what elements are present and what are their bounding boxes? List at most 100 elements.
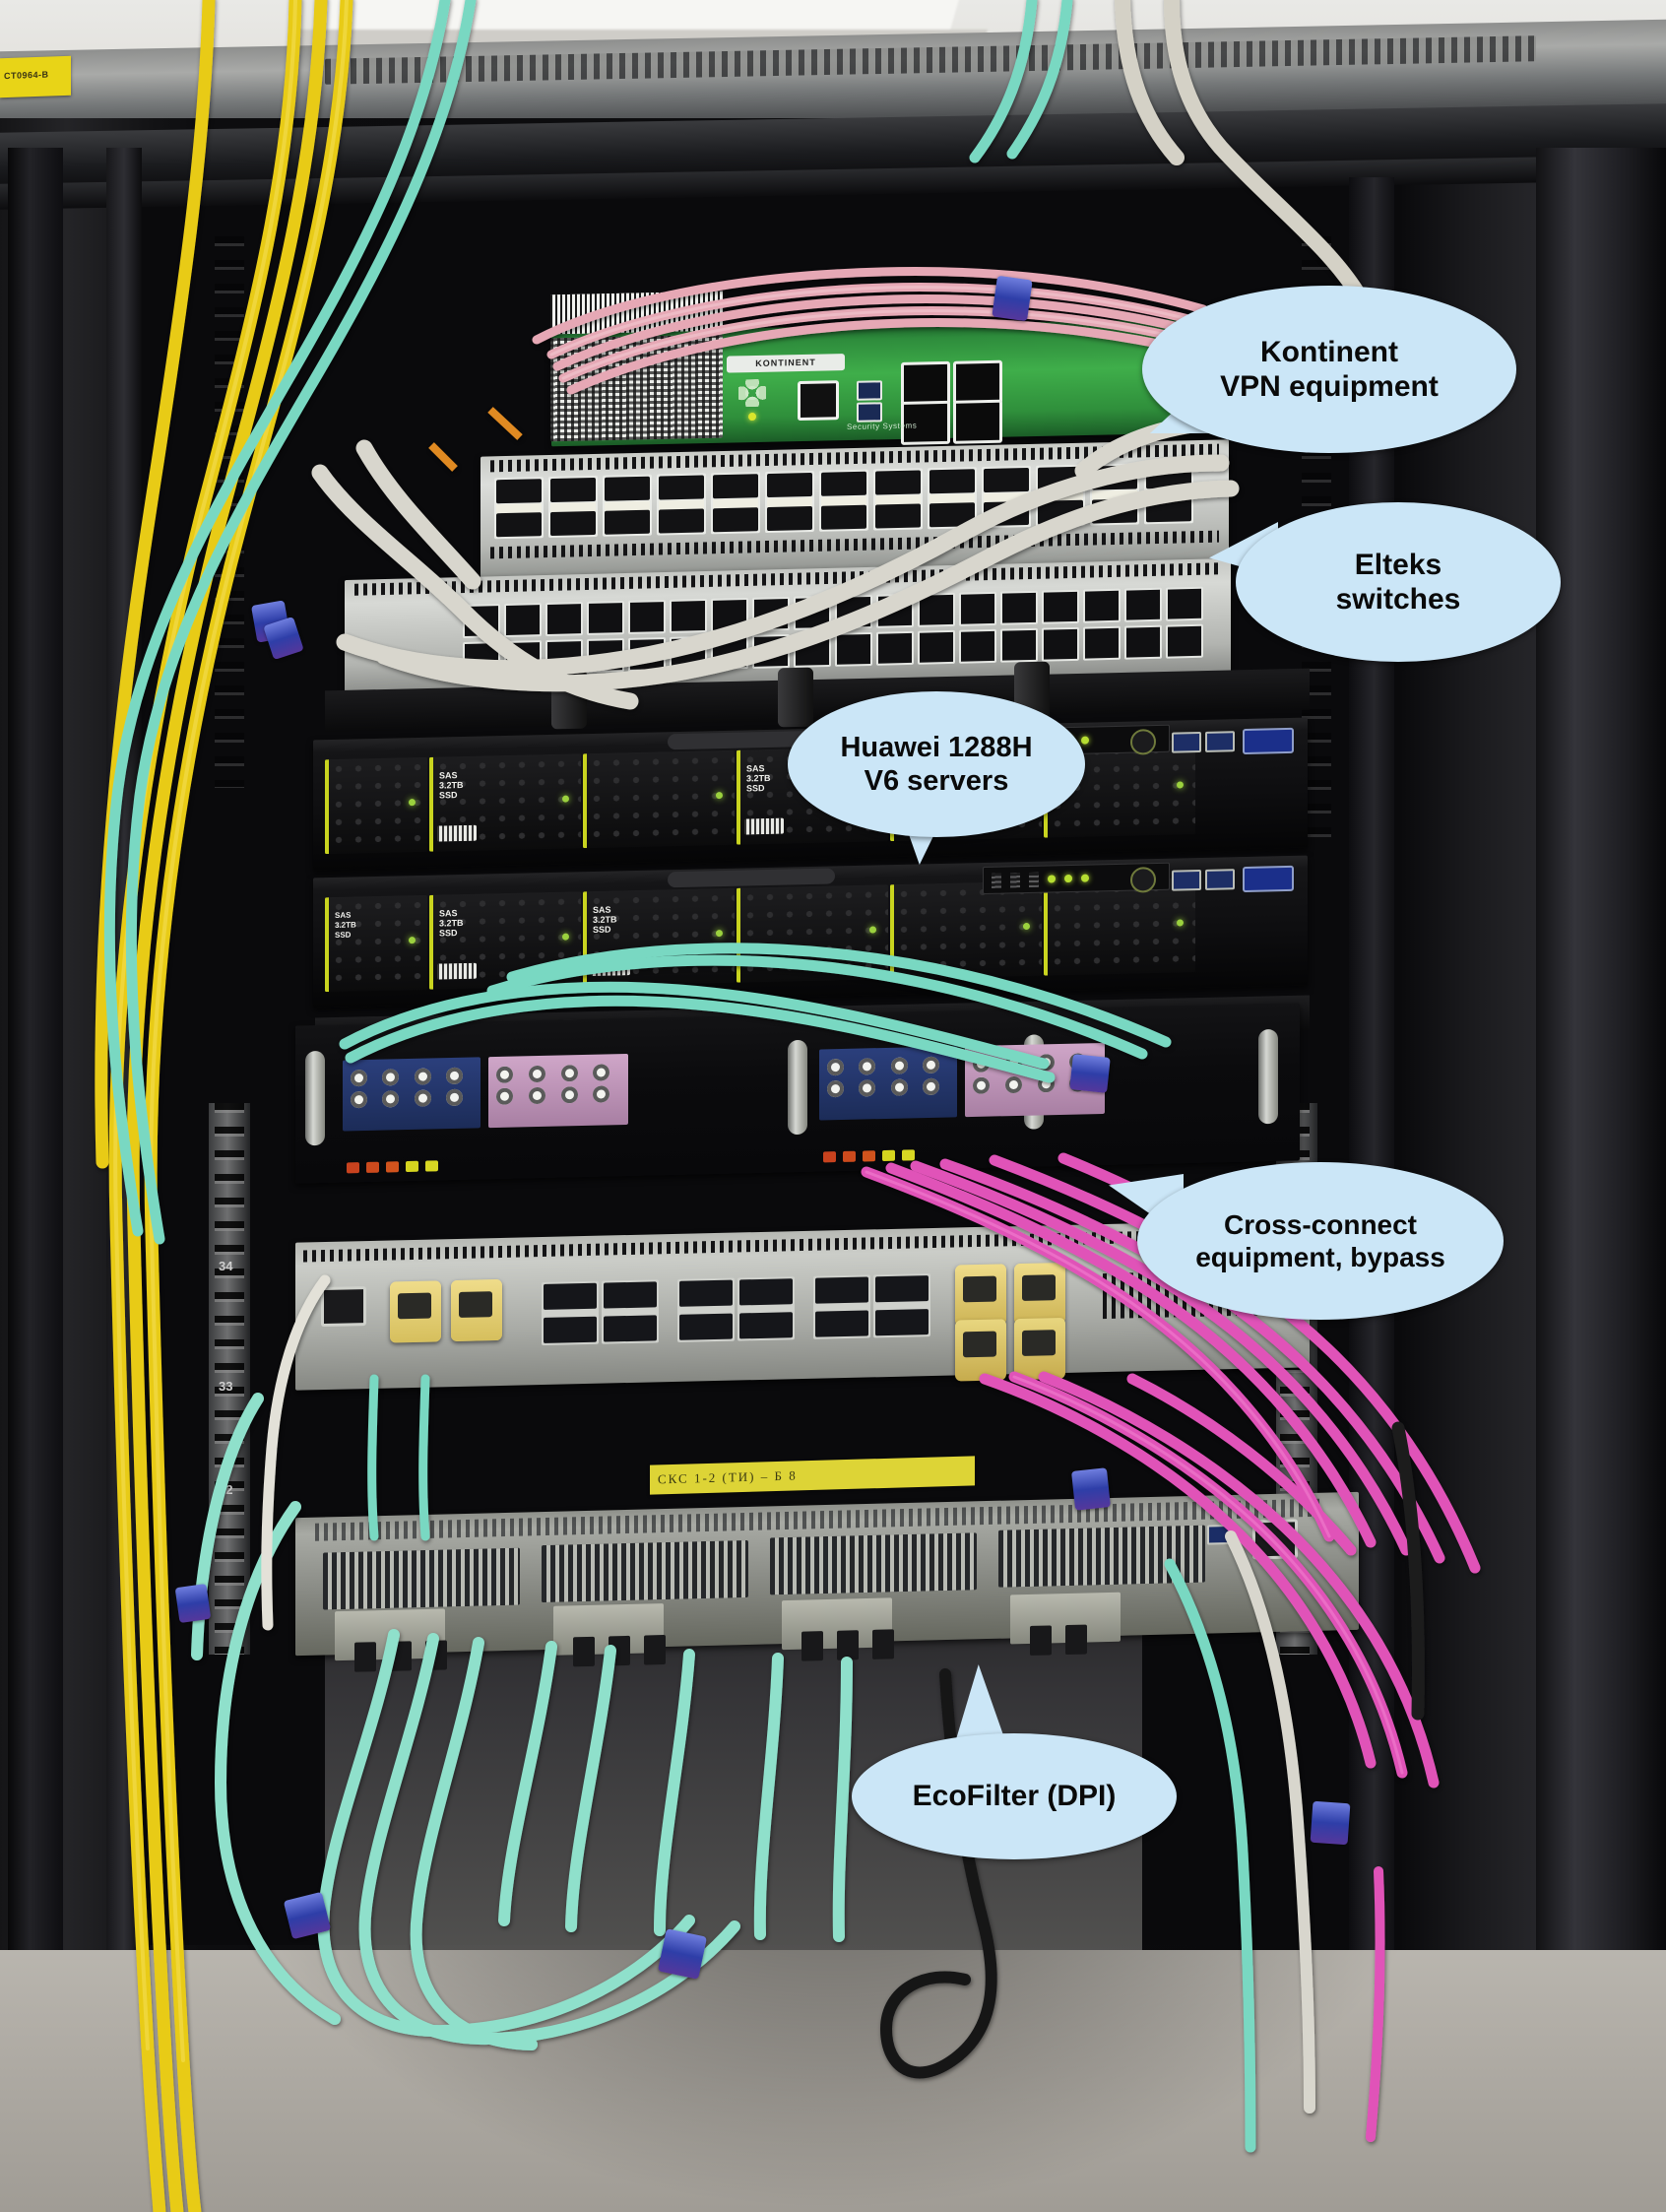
usb-port[interactable]: [1172, 731, 1201, 753]
sfp-transceiver[interactable]: [1065, 1624, 1087, 1656]
fiber-boot-connector[interactable]: [1014, 1317, 1065, 1381]
rj45-port[interactable]: [794, 632, 831, 668]
rj45-port[interactable]: [752, 633, 790, 669]
rj45-port[interactable]: [504, 640, 542, 676]
rj45-port[interactable]: [711, 597, 748, 632]
sfp-cage[interactable]: [953, 399, 1002, 444]
lc-fiber-port[interactable]: [560, 1065, 578, 1082]
sfp-cage[interactable]: [901, 360, 950, 406]
lc-fiber-port[interactable]: [973, 1055, 990, 1073]
rj45-port[interactable]: [1042, 626, 1079, 662]
rj45-port[interactable]: [928, 467, 977, 530]
sfp-transceiver[interactable]: [390, 1641, 412, 1671]
rj45-port[interactable]: [1090, 463, 1139, 526]
fiber-boot-connector[interactable]: [1014, 1262, 1065, 1326]
lc-fiber-port[interactable]: [445, 1067, 463, 1085]
rj45-port[interactable]: [711, 472, 760, 535]
drive-bay[interactable]: [583, 749, 735, 849]
rj45-port[interactable]: [657, 473, 706, 536]
management-rj45-port[interactable]: [1252, 1519, 1298, 1560]
rj45-port[interactable]: [628, 637, 666, 672]
fiber-boot-connector[interactable]: [451, 1278, 502, 1342]
kontinent-vpn-appliance[interactable]: KONTINENT Security Systems: [550, 291, 1241, 447]
sfp-transceiver[interactable]: [609, 1635, 630, 1666]
lc-fiber-port[interactable]: [1004, 1054, 1022, 1073]
lc-fiber-port[interactable]: [496, 1066, 513, 1083]
fiber-boot-connector[interactable]: [390, 1280, 441, 1343]
rj45-port[interactable]: [494, 477, 544, 540]
rj45-port[interactable]: [1166, 586, 1203, 621]
rj45-port[interactable]: [798, 380, 839, 422]
qsfp28-port[interactable]: [873, 1273, 930, 1338]
rj45-port[interactable]: [587, 638, 624, 673]
rj45-port[interactable]: [463, 604, 500, 639]
rj45-port[interactable]: [463, 641, 500, 677]
usb-port[interactable]: [1172, 869, 1201, 891]
lc-fiber-port[interactable]: [414, 1068, 431, 1085]
rj45-port[interactable]: [504, 603, 542, 638]
rj45-port[interactable]: [873, 468, 923, 531]
lc-fiber-port[interactable]: [593, 1064, 610, 1081]
lc-fiber-port[interactable]: [445, 1088, 463, 1107]
lc-fiber-port[interactable]: [593, 1085, 610, 1103]
chassis-handle[interactable]: [1258, 1028, 1278, 1125]
lc-fiber-port[interactable]: [351, 1069, 367, 1087]
lc-fiber-port[interactable]: [859, 1079, 876, 1097]
drive-release-latch[interactable]: [591, 959, 630, 977]
chassis-handle[interactable]: [668, 868, 835, 888]
management-rj45-port[interactable]: [321, 1286, 366, 1328]
drive-bay[interactable]: [325, 756, 427, 855]
qsfp28-port[interactable]: [602, 1279, 659, 1344]
lc-fiber-port[interactable]: [922, 1077, 939, 1096]
rj45-port[interactable]: [1000, 627, 1038, 663]
rj45-port[interactable]: [1124, 587, 1162, 622]
rj45-port[interactable]: [835, 594, 872, 629]
rj45-port[interactable]: [1083, 588, 1121, 623]
rj45-port[interactable]: [670, 636, 707, 671]
chassis-handle[interactable]: [305, 1050, 325, 1146]
qsfp-port-group[interactable]: [542, 1279, 659, 1346]
rj45-port[interactable]: [794, 595, 831, 630]
sfp-transceiver[interactable]: [872, 1629, 894, 1659]
rj45-port[interactable]: [1083, 625, 1121, 661]
drive-release-latch[interactable]: [744, 817, 784, 835]
rj45-port[interactable]: [1166, 623, 1203, 659]
bypass-module-blue[interactable]: [343, 1057, 481, 1132]
rj45-port[interactable]: [1144, 462, 1193, 525]
rj45-port[interactable]: [1036, 464, 1085, 527]
rj45-port[interactable]: [545, 639, 583, 675]
lc-fiber-port[interactable]: [1037, 1054, 1055, 1072]
usb-port[interactable]: [857, 380, 882, 401]
usb-port[interactable]: [1205, 731, 1235, 752]
lc-fiber-port[interactable]: [382, 1090, 400, 1108]
rj45-port[interactable]: [628, 600, 666, 634]
rj45-port[interactable]: [752, 596, 790, 631]
lc-fiber-port[interactable]: [890, 1057, 908, 1074]
rj45-port[interactable]: [918, 592, 955, 627]
rj45-port[interactable]: [765, 470, 814, 534]
usb-port[interactable]: [1205, 869, 1235, 890]
lc-fiber-port[interactable]: [827, 1079, 844, 1098]
rj45-port[interactable]: [876, 630, 914, 666]
qsfp28-port[interactable]: [677, 1277, 735, 1342]
rj45-port[interactable]: [545, 602, 583, 637]
sfp-transceiver[interactable]: [1030, 1625, 1052, 1656]
chassis-handle[interactable]: [788, 1039, 807, 1136]
drive-release-latch[interactable]: [437, 824, 477, 842]
rj45-port[interactable]: [959, 591, 996, 626]
rj45-port-bank[interactable]: [494, 462, 1193, 540]
vga-port[interactable]: [1243, 727, 1294, 755]
rj45-port[interactable]: [959, 628, 996, 664]
rj45-port[interactable]: [1000, 590, 1038, 625]
lc-fiber-port[interactable]: [973, 1076, 990, 1094]
ecofilter-dpi-appliance[interactable]: [295, 1491, 1359, 1672]
qsfp-port-group[interactable]: [813, 1273, 930, 1339]
qsfp28-port[interactable]: [542, 1280, 599, 1346]
lc-fiber-port[interactable]: [1037, 1075, 1055, 1093]
sfp-transceiver[interactable]: [425, 1640, 447, 1670]
fiber-boot-connector[interactable]: [955, 1264, 1006, 1327]
drive-bay[interactable]: [890, 880, 1042, 980]
lc-fiber-port[interactable]: [922, 1056, 939, 1074]
